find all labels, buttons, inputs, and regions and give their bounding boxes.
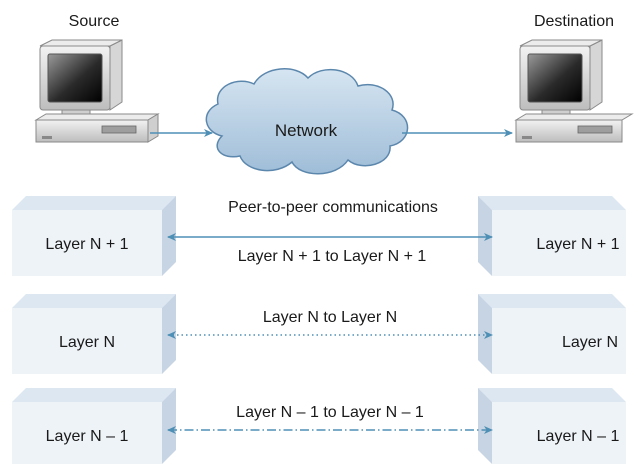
peer-link-label-2: Layer N to Layer N	[263, 309, 397, 326]
network-label: Network	[275, 121, 338, 140]
peer-link-label-1: Layer N + 1 to Layer N + 1	[238, 248, 427, 265]
layer-row-2: Layer N Layer N Layer N to Layer N	[12, 294, 626, 374]
right-layer-box-1: Layer N + 1	[478, 196, 626, 276]
right-layer-box-3: Layer N – 1	[478, 388, 626, 464]
peer-caption: Peer-to-peer communications	[228, 199, 438, 216]
right-layer-label-2: Layer N	[562, 334, 618, 351]
right-layer-box-2: Layer N	[478, 294, 626, 374]
left-layer-box-1: Layer N + 1	[12, 196, 176, 276]
source-computer-icon	[34, 39, 160, 143]
left-layer-label-3: Layer N – 1	[46, 428, 129, 445]
right-layer-label-3: Layer N – 1	[537, 428, 620, 445]
right-layer-label-1: Layer N + 1	[536, 236, 619, 253]
layer-row-1: Layer N + 1 Layer N + 1 Layer N + 1 to L…	[12, 196, 626, 276]
left-layer-label-1: Layer N + 1	[45, 236, 128, 253]
left-layer-box-2: Layer N	[12, 294, 176, 374]
destination-label: Destination	[534, 13, 614, 30]
destination-computer-icon	[514, 39, 634, 143]
left-layer-label-2: Layer N	[59, 334, 115, 351]
network-cloud-icon	[205, 68, 409, 175]
layer-row-3: Layer N – 1 Layer N – 1 Layer N – 1 to L…	[12, 388, 626, 464]
left-layer-box-3: Layer N – 1	[12, 388, 176, 464]
source-label: Source	[69, 13, 120, 30]
peer-link-label-3: Layer N – 1 to Layer N – 1	[236, 404, 424, 421]
